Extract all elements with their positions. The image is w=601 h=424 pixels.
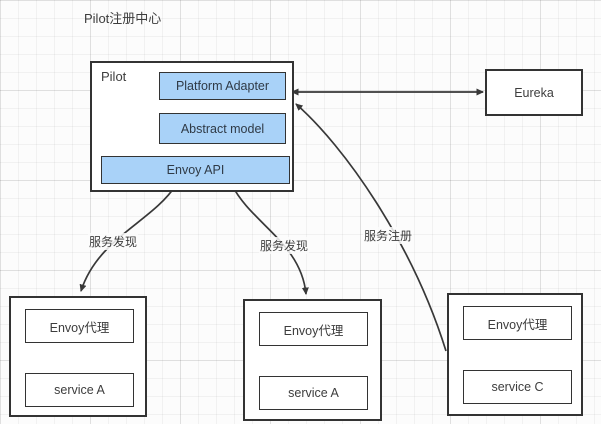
edge-label-service-discovery-middle: 服务发现	[259, 237, 310, 254]
service-node-middle: Envoy代理 service A	[243, 299, 382, 421]
envoy-proxy-node: Envoy代理	[463, 306, 572, 340]
service-node-right: Envoy代理 service C	[447, 293, 583, 416]
service-node-left: Envoy代理 service A	[9, 296, 147, 417]
pilot-group-node: Pilot Platform Adapter Abstract model En…	[90, 61, 294, 192]
eureka-node: Eureka	[485, 69, 583, 116]
service-a-node: service A	[25, 373, 134, 407]
edge-label-service-register: 服务注册	[363, 227, 414, 244]
envoy-api-node: Envoy API	[101, 156, 290, 184]
envoy-proxy-node: Envoy代理	[259, 312, 368, 346]
pilot-group-label: Pilot	[101, 69, 127, 84]
edge-service-register	[295, 103, 447, 352]
envoy-proxy-node: Envoy代理	[25, 309, 134, 343]
service-a-node: service A	[259, 376, 368, 410]
edge-label-service-discovery-left: 服务发现	[88, 233, 139, 250]
edge-service-discovery-left	[79, 184, 177, 292]
service-c-node: service C	[463, 370, 572, 404]
edge-service-discovery-middle	[231, 184, 309, 295]
diagram-title: Pilot注册中心	[84, 11, 162, 26]
platform-adapter-node: Platform Adapter	[159, 72, 286, 100]
abstract-model-node: Abstract model	[159, 113, 286, 144]
